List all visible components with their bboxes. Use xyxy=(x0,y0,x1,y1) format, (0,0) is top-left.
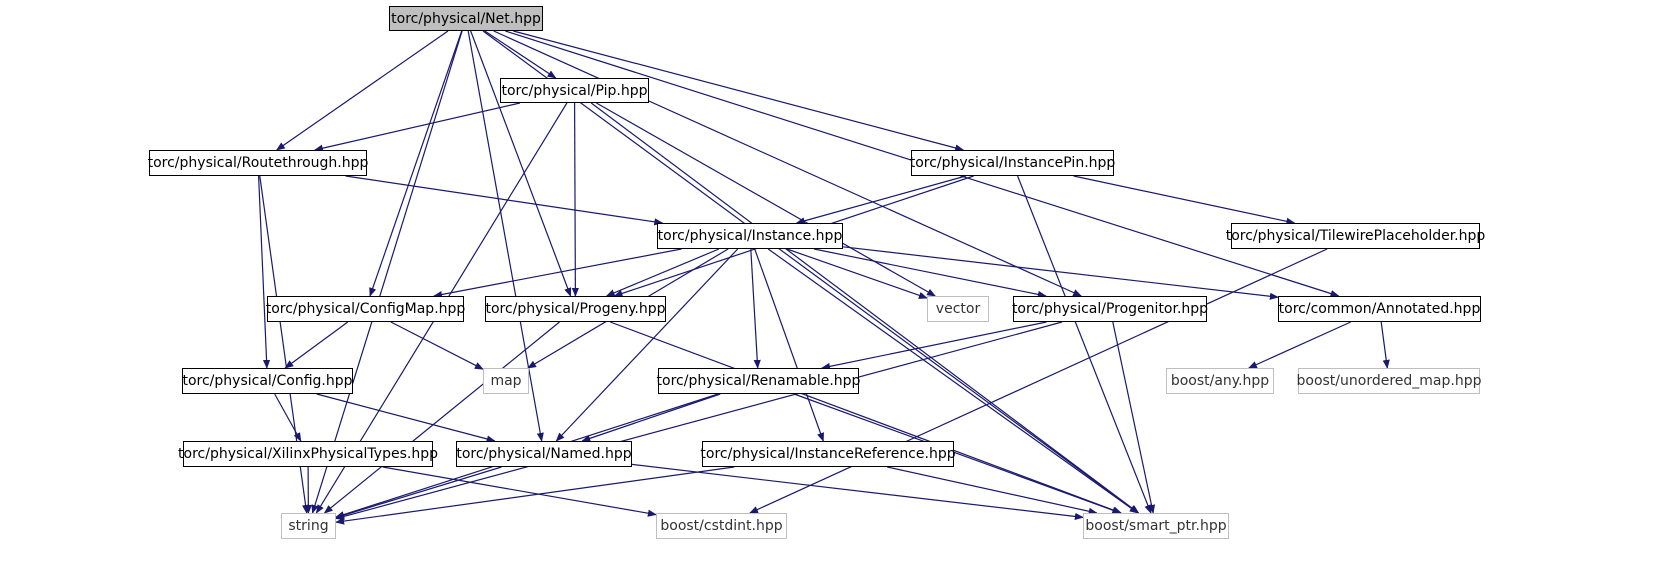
edge-progeny-to-boost_smart_ptr xyxy=(610,321,1123,514)
edge-progenitor-to-boost_smart_ptr xyxy=(1112,321,1156,514)
node-pip-hpp[interactable]: torc/physical/Pip.hpp xyxy=(500,78,649,103)
edge-instance-to-progenitor xyxy=(813,248,1047,298)
edge-instancepin-to-instance xyxy=(795,175,966,225)
edge-net-to-named xyxy=(467,30,544,442)
node-label: torc/physical/Instance.hpp xyxy=(657,228,843,244)
edge-config-to-named xyxy=(316,393,496,443)
node-boost-cstdint-hpp: boost/cstdint.hpp xyxy=(656,513,787,539)
node-label: boost/any.hpp xyxy=(1170,373,1270,389)
edge-routethrough-to-config xyxy=(258,175,271,369)
edge-instancereference-to-boost_smart_ptr xyxy=(887,466,1098,515)
edge-net-to-pip xyxy=(484,30,557,79)
node-instance-hpp[interactable]: torc/physical/Instance.hpp xyxy=(657,223,843,249)
edge-net-to-routethrough xyxy=(275,30,449,151)
edge-progeny-to-string xyxy=(323,321,560,514)
edge-instance-to-annotated xyxy=(842,246,1279,300)
node-label: torc/physical/Renamable.hpp xyxy=(656,373,861,389)
edge-net-to-configmap xyxy=(369,30,463,297)
node-label: boost/smart_ptr.hpp xyxy=(1085,518,1227,534)
edge-pip-to-boost_smart_ptr xyxy=(590,102,1140,514)
node-configmap-hpp[interactable]: torc/physical/ConfigMap.hpp xyxy=(265,296,466,322)
edge-instance-to-named xyxy=(555,248,739,442)
edge-instance-to-instancereference xyxy=(754,248,824,442)
node-label: map xyxy=(490,373,522,389)
edge-xilinxphysicaltypes-to-boost_cstdint xyxy=(382,466,657,517)
edge-instancepin-to-tilewireplaceholder xyxy=(1073,175,1296,225)
edge-renamable-to-named xyxy=(581,393,721,442)
node-label: torc/physical/InstancePin.hpp xyxy=(909,155,1116,171)
node-instancereference-hpp[interactable]: torc/physical/InstanceReference.hpp xyxy=(700,441,956,467)
edge-instance-to-configmap xyxy=(433,248,682,299)
node-label: torc/physical/Progeny.hpp xyxy=(485,301,666,317)
edge-net-to-string xyxy=(311,30,463,514)
node-label: torc/physical/Pip.hpp xyxy=(501,82,648,99)
node-named-hpp[interactable]: torc/physical/Named.hpp xyxy=(456,441,632,467)
node-label: torc/physical/TilewirePlaceholder.hpp xyxy=(1225,228,1486,244)
node-label: torc/physical/Net.hpp xyxy=(391,10,541,27)
edge-annotated-to-boost_unordered_map xyxy=(1380,321,1390,369)
node-progenitor-hpp[interactable]: torc/physical/Progenitor.hpp xyxy=(1011,296,1209,322)
node-net-hpp[interactable]: torc/physical/Net.hpp xyxy=(389,6,543,31)
edge-instance-to-renamable xyxy=(750,248,761,369)
node-label: torc/physical/XilinxPhysicalTypes.hpp xyxy=(178,446,438,462)
edge-named-to-boost_smart_ptr xyxy=(631,463,1084,521)
node-label: torc/physical/InstanceReference.hpp xyxy=(700,446,956,462)
edge-instancereference-to-string xyxy=(335,466,735,525)
edge-configmap-to-config xyxy=(284,321,349,369)
node-vector: vector xyxy=(927,296,989,322)
node-string: string xyxy=(281,513,336,539)
node-label: torc/physical/Progenitor.hpp xyxy=(1011,301,1209,317)
edge-annotated-to-boost_any xyxy=(1247,321,1351,369)
node-boost-unordered-map-hpp: boost/unordered_map.hpp xyxy=(1296,368,1482,394)
edge-instance-to-vector xyxy=(786,248,928,299)
edge-net-to-boost_smart_ptr xyxy=(482,30,1140,514)
edge-progenitor-to-string xyxy=(335,321,1063,520)
node-label: torc/common/Annotated.hpp xyxy=(1278,301,1481,317)
edge-net-to-instancepin xyxy=(513,30,965,152)
node-routethrough-hpp[interactable]: torc/physical/Routethrough.hpp xyxy=(147,150,369,176)
edge-instancepin-to-boost_smart_ptr xyxy=(1017,175,1152,514)
node-instancepin-hpp[interactable]: torc/physical/InstancePin.hpp xyxy=(909,150,1116,176)
node-label: string xyxy=(288,518,329,534)
edge-renamable-to-boost_smart_ptr xyxy=(793,393,1122,514)
node-label: torc/physical/Named.hpp xyxy=(456,446,632,462)
edge-configmap-to-map xyxy=(390,321,484,370)
edge-named-to-string xyxy=(335,466,502,519)
node-config-hpp[interactable]: torc/physical/Config.hpp xyxy=(182,368,353,394)
edge-pip-to-vector xyxy=(596,102,936,297)
edge-pip-to-routethrough xyxy=(313,102,521,152)
node-label: boost/unordered_map.hpp xyxy=(1296,373,1482,389)
edge-net-to-progenitor xyxy=(493,30,1083,297)
node-renamable-hpp[interactable]: torc/physical/Renamable.hpp xyxy=(656,368,861,394)
edge-pip-to-progeny xyxy=(571,102,579,297)
node-label: torc/physical/Routethrough.hpp xyxy=(147,155,369,171)
node-label: boost/cstdint.hpp xyxy=(660,518,783,534)
node-label: torc/physical/ConfigMap.hpp xyxy=(265,301,466,317)
edge-instance-to-boost_smart_ptr xyxy=(767,248,1139,514)
edge-net-to-progeny xyxy=(470,30,572,297)
edge-progenitor-to-renamable xyxy=(821,321,1047,370)
edge-tilewireplaceholder-to-boost_cstdint xyxy=(749,248,1328,514)
node-map: map xyxy=(483,368,529,394)
node-xilinxphysicaltypes-hpp[interactable]: torc/physical/XilinxPhysicalTypes.hpp xyxy=(178,441,438,467)
node-boost-smart-ptr-hpp: boost/smart_ptr.hpp xyxy=(1083,513,1229,539)
node-label: vector xyxy=(935,301,981,317)
node-tilewireplaceholder-hpp[interactable]: torc/physical/TilewirePlaceholder.hpp xyxy=(1226,223,1485,249)
node-annotated-hpp[interactable]: torc/common/Annotated.hpp xyxy=(1278,296,1481,322)
edge-config-to-xilinxphysicaltypes xyxy=(274,393,302,442)
edge-routethrough-to-instance xyxy=(345,175,664,226)
node-progeny-hpp[interactable]: torc/physical/Progeny.hpp xyxy=(485,296,666,322)
edge-instance-to-progeny xyxy=(605,248,720,297)
node-label: torc/physical/Config.hpp xyxy=(182,373,353,389)
node-boost-any-hpp: boost/any.hpp xyxy=(1166,368,1274,394)
